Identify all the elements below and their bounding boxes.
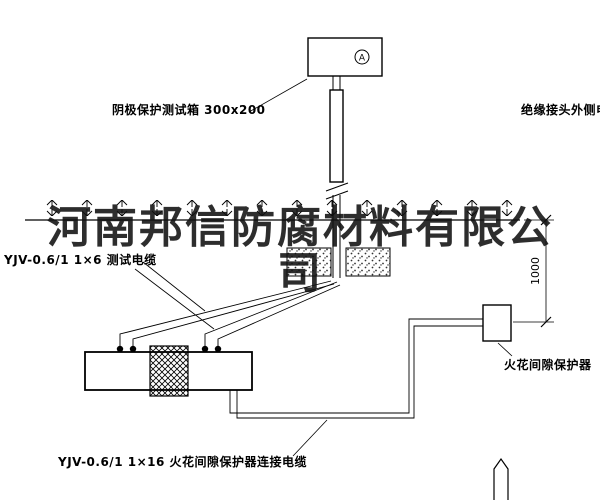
device-symbol-circle (354, 49, 370, 65)
device-symbol-letter: A (359, 54, 366, 64)
leader-test-cable-2 (134, 268, 215, 330)
insulating-joint (149, 345, 189, 397)
test-cable-line-1 (119, 280, 332, 349)
leader-test-box (248, 78, 308, 113)
test-box (307, 37, 383, 77)
spark-cable-line-2 (236, 325, 483, 419)
weld-dot-2 (129, 345, 137, 353)
test-cable-line-2 (132, 283, 335, 349)
dimension-ticks (540, 214, 552, 328)
weld-dot-1 (116, 345, 124, 353)
pipe-section-symbol (493, 457, 509, 500)
test-cable-line-3 (204, 281, 338, 349)
leader-test-cable-1 (142, 261, 206, 312)
conduit-break-symbol (325, 182, 349, 200)
weld-dot-3 (201, 345, 209, 353)
label-spark-protector: 火花间隙保护器 (504, 358, 592, 372)
test-cable-line-4 (217, 284, 341, 349)
label-insulated-joint-cable: 绝缘接头外侧电缆 (521, 103, 600, 117)
dimension-text: 1000 (529, 257, 542, 285)
riser-pipe-upper (332, 76, 341, 90)
soil-hatch-marks (25, 200, 517, 216)
conduit (329, 89, 344, 183)
spark-cable-line-1 (229, 318, 483, 414)
dimension-extension-lines (513, 219, 554, 323)
leader-spark-protector (497, 342, 513, 357)
label-spark-cable: YJV-0.6/1 1×16 火花间隙保护器连接电缆 (58, 455, 307, 469)
weld-dot-4 (214, 345, 222, 353)
leader-spark-cable (292, 419, 328, 457)
spark-gap-protector-box (482, 304, 512, 342)
conduit-lower (332, 195, 341, 278)
concrete-block-right (345, 247, 391, 277)
concrete-block-left (286, 247, 332, 277)
label-test-box: 阴极保护测试箱 300x200 (112, 103, 266, 117)
company-watermark: 河南邦信防腐材料有限公司 (47, 202, 553, 299)
label-test-cable: YJV-0.6/1 1×6 测试电缆 (4, 253, 157, 267)
